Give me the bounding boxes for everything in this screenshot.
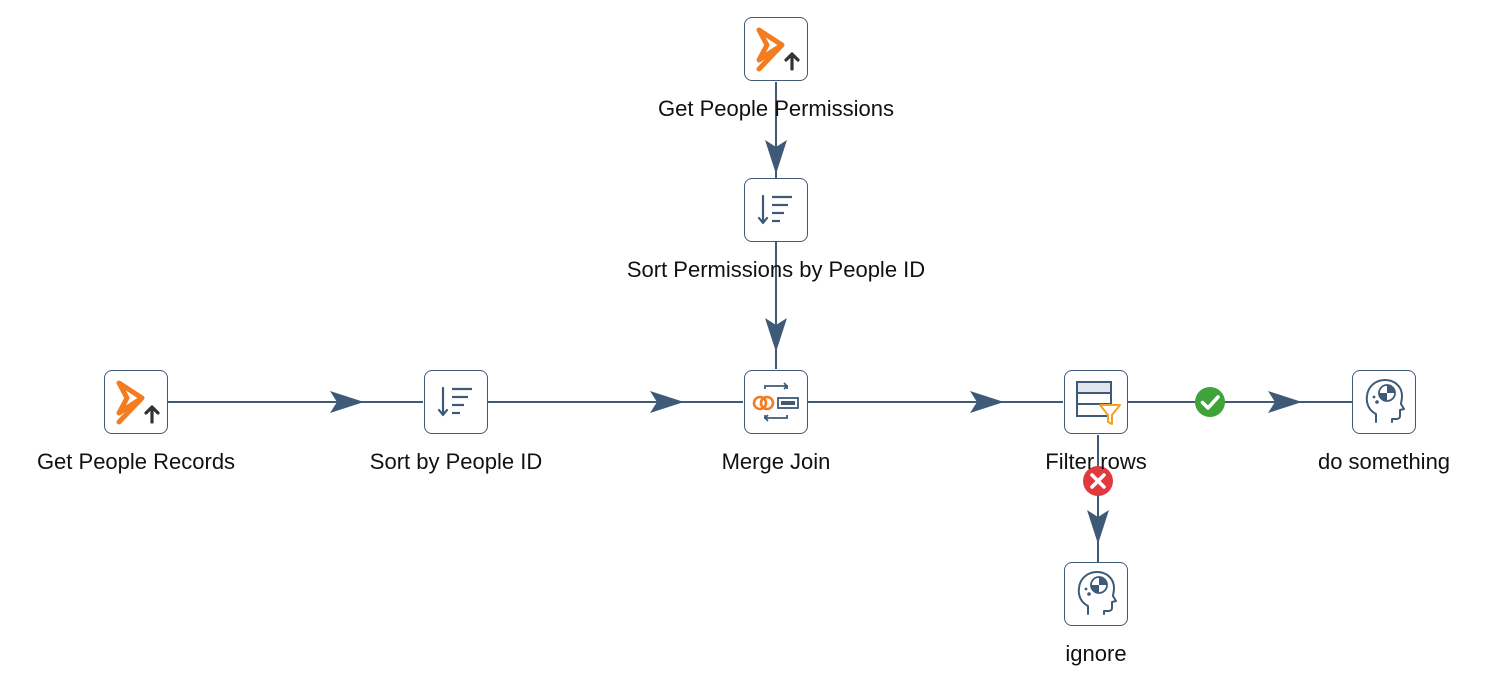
step-get-people-records[interactable] [104,370,168,434]
step-sort-permissions-by-people-id[interactable] [744,178,808,242]
step-label-do-something: do something [1317,449,1451,474]
hop-sort-to-merge[interactable] [488,391,743,413]
step-label-sort-by-people-id: Sort by People ID [369,449,543,474]
step-label-filter-rows: Filter rows [1045,449,1147,474]
table-input-icon [116,380,160,425]
hop-sort-permissions-to-merge[interactable] [765,242,787,369]
step-do-something[interactable] [1352,370,1416,434]
hop-merge-to-filter[interactable] [808,391,1063,413]
dummy-step-icon [1077,571,1117,615]
step-get-people-permissions[interactable] [744,17,808,81]
filter-rows-icon [1076,381,1121,425]
merge-join-icon [752,382,799,422]
hop-filter-true-to-do-something[interactable] [1128,387,1352,417]
step-label-merge-join: Merge Join [721,449,831,474]
sort-rows-icon [437,386,472,417]
hop-filter-false-to-ignore[interactable] [1083,435,1113,562]
step-filter-rows[interactable] [1064,370,1128,434]
true-result-icon [1195,387,1225,417]
step-sort-by-people-id[interactable] [424,370,488,434]
step-label-sort-permissions-by-people-id: Sort Permissions by People ID [626,257,926,282]
step-label-get-people-records: Get People Records [36,449,236,474]
step-label-ignore: ignore [1065,641,1127,666]
dummy-step-icon [1365,379,1405,423]
step-merge-join[interactable] [744,370,808,434]
false-result-icon [1083,466,1113,496]
sort-rows-icon [757,194,792,225]
hop-records-to-sort[interactable] [168,391,423,413]
table-input-icon [756,27,800,72]
step-label-get-people-permissions: Get People Permissions [658,96,894,121]
hop-permissions-to-sort[interactable] [765,82,787,178]
step-ignore[interactable] [1064,562,1128,626]
